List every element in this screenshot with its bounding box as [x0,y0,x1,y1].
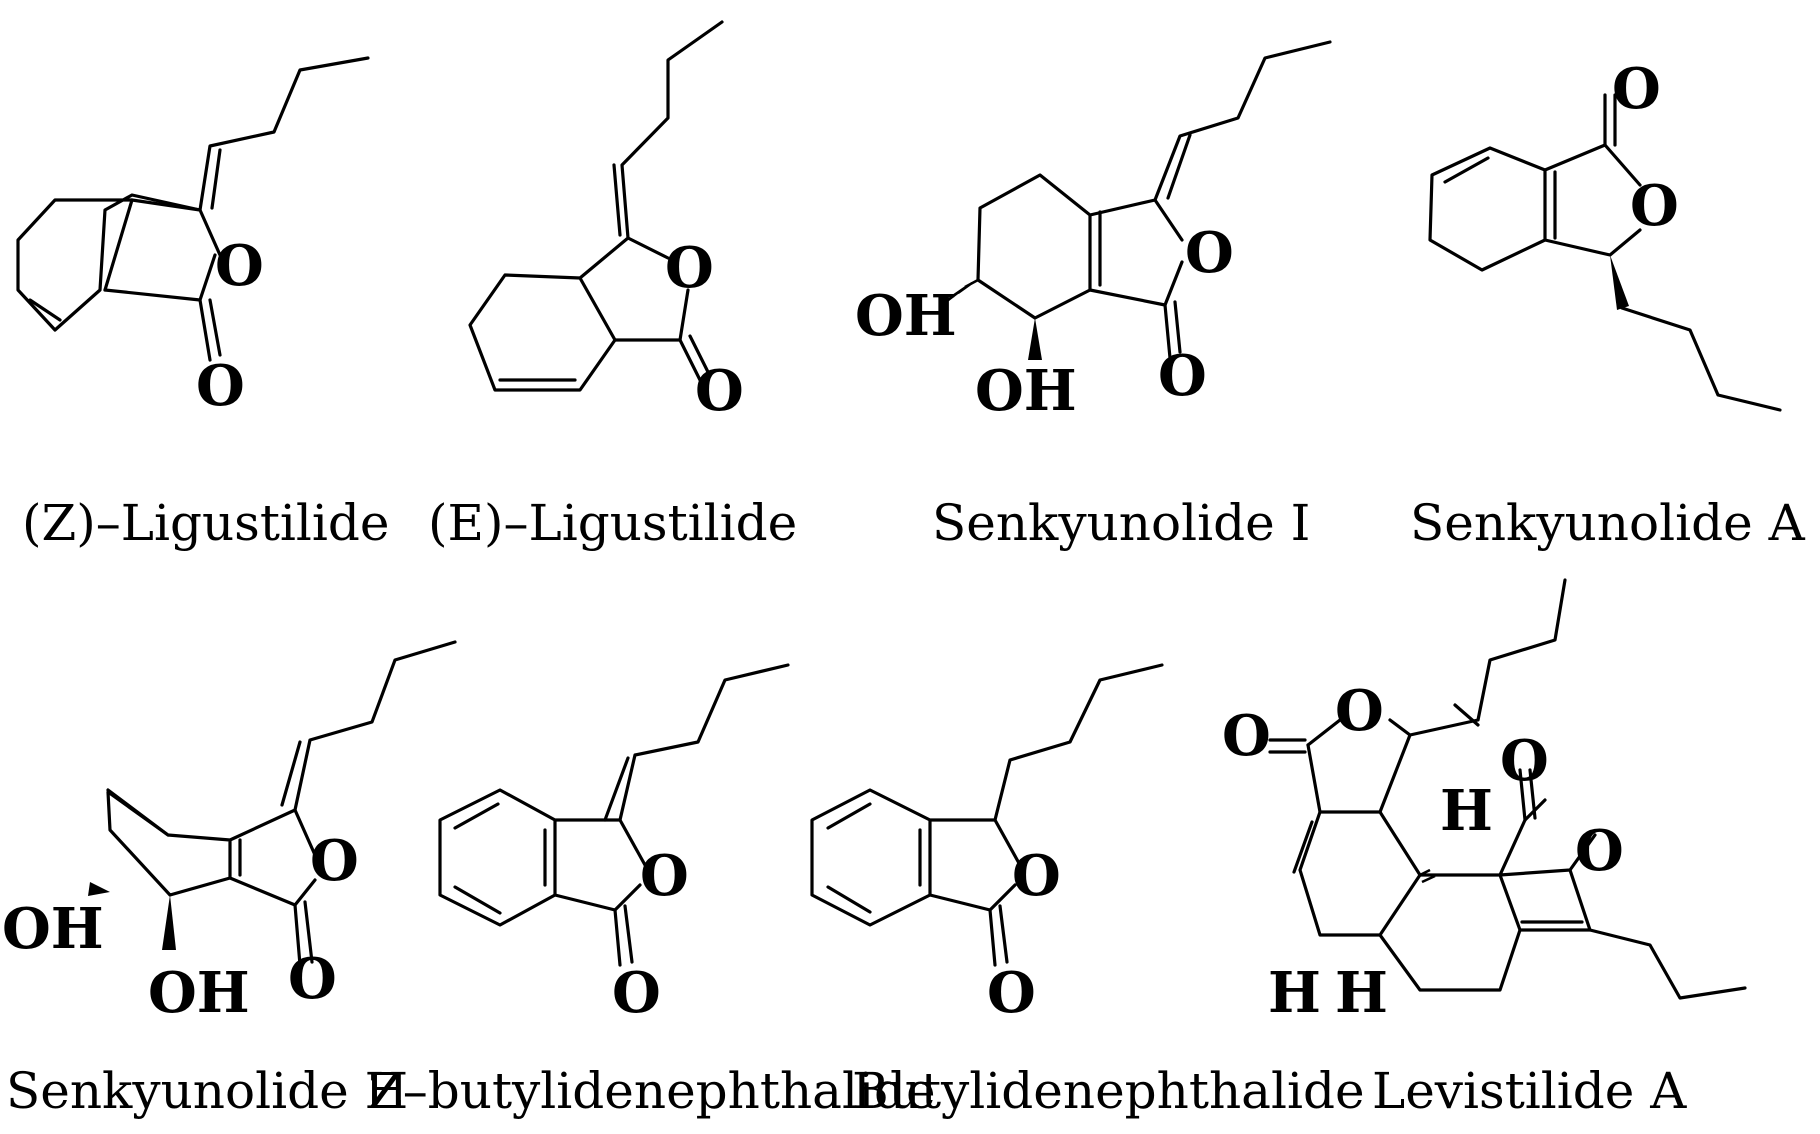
oxygen-carbonyl-label: O [1500,728,1549,794]
oxygen-ring-label: O [1630,173,1679,239]
structure-z-ligustilide: O O [16,56,370,419]
structure-e-ligustilide: O O [468,20,744,424]
caption-senkyunolide-h: Senkyunolide H [6,1062,408,1120]
caption-senkyunolide-a: Senkyunolide A [1410,494,1806,552]
oxygen-ring-label: O [640,843,689,909]
structure-z-butylidenephthalide: O O [438,663,790,1026]
oxygen-ring-label: O [1012,843,1061,909]
structure-senkyunolide-h: O O OH OH [2,640,457,1026]
oxygen-carbonyl-label: O [1612,56,1661,122]
oxygen-ring-label: O [665,235,714,301]
oxygen-ring-label: O [1575,818,1624,884]
hydroxyl-label: OH [148,960,250,1026]
oxygen-carbonyl-label: O [1222,703,1271,769]
oxygen-carbonyl-label: O [1158,343,1207,409]
oxygen-ring-label: O [1335,678,1384,744]
structure-butylidenephthalide: O O [810,663,1164,1026]
hydrogen-label: H [1440,778,1493,844]
caption-levistilide-a: Levistilide A [1372,1062,1687,1120]
caption-e-ligustilide: (E)–Ligustilide [428,494,797,552]
hydroxyl-label: OH [2,896,104,962]
oxygen-carbonyl-label: O [612,960,661,1026]
caption-z-ligustilide: (Z)–Ligustilide [22,494,389,552]
oxygen-ring-label: O [1185,220,1234,286]
structure-senkyunolide-a: O O [1428,56,1782,412]
caption-z-butylidenephthalide: Z–butylidenephthalide [368,1062,936,1120]
hydrogen-label: H [1335,960,1388,1026]
captions: (Z)–Ligustilide (E)–Ligustilide Senkyuno… [6,494,1806,1120]
caption-senkyunolide-i: Senkyunolide I [932,494,1310,552]
oxygen-ring-label: O [215,233,264,299]
structure-senkyunolide-i: O O OH OH [855,40,1332,424]
hydroxyl-label: OH [975,358,1077,424]
structure-levistilide-a: O O O O H H H [1222,578,1747,1026]
oxygen-ring-label: O [310,828,359,894]
oxygen-carbonyl-label: O [288,946,337,1012]
hydroxyl-label: OH [855,283,957,349]
oxygen-carbonyl-label: O [987,960,1036,1026]
caption-butylidenephthalide: Butylidenephthalide [852,1062,1365,1120]
oxygen-carbonyl-label: O [695,358,744,424]
oxygen-carbonyl-label: O [196,353,245,419]
hydrogen-label: H [1268,960,1321,1026]
